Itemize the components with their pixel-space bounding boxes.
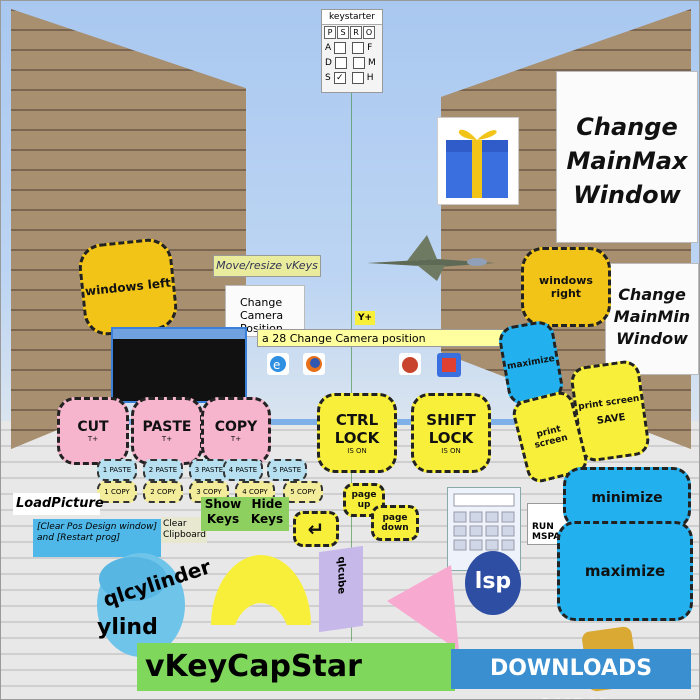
pink-cone-shape[interactable] (381, 561, 465, 653)
clear-clipboard-button[interactable]: Clear Clipboard (161, 517, 207, 543)
checkbox-f[interactable] (352, 41, 365, 54)
show-keys-button[interactable]: Show Keys (201, 497, 245, 531)
change-mainmin-panel[interactable]: Change MainMin Window (605, 263, 699, 375)
black-window-box[interactable] (111, 327, 247, 403)
enter-key[interactable]: ↵ (293, 511, 339, 547)
checkbox-s[interactable]: ✓ (333, 71, 346, 84)
keystarter-window[interactable]: keystarter P S R O A F D M S ✓ H (321, 9, 383, 93)
checkbox-m[interactable] (352, 56, 365, 69)
maximize-key[interactable]: maximize (557, 521, 693, 621)
copy-slot-1[interactable]: 1 COPY (97, 481, 137, 503)
qlcylinder-shape[interactable]: qlcylinder ylind (93, 549, 214, 661)
yellow-arch-shape[interactable] (205, 545, 317, 627)
windows-left-key[interactable]: windows left (76, 236, 180, 338)
qlsphere-shape[interactable]: lsp (465, 551, 521, 615)
checkbox-d[interactable] (334, 56, 347, 69)
clear-pos-restart-button[interactable]: [Clear Pos Design window] and [Restart p… (33, 519, 161, 557)
shift-lock-key[interactable]: SHIFT LOCK IS ON (411, 393, 491, 473)
app-title-banner: vKeyCapStar (137, 643, 455, 691)
hide-keys-button[interactable]: Hide Keys (245, 497, 289, 531)
checkbox-h[interactable] (351, 71, 364, 84)
ctrl-lock-key[interactable]: CTRL LOCK IS ON (317, 393, 397, 473)
qlcube-shape[interactable]: qlcube (319, 545, 363, 633)
minimize-key[interactable]: minimize (563, 467, 691, 529)
paste-slot-4[interactable]: 4 PASTE (223, 459, 263, 481)
load-picture-button[interactable]: LoadPicture (13, 493, 104, 515)
change-mainmax-label: Change MainMax Window (566, 113, 688, 209)
fighter-jet-model[interactable] (367, 233, 497, 283)
paste-slot-5[interactable]: 5 PASTE (267, 459, 307, 481)
paste-slot-2[interactable]: 2 PASTE (143, 459, 183, 481)
windows-right-key[interactable]: windows right (521, 247, 611, 327)
y-plus-marker[interactable]: Y+ (355, 311, 375, 325)
paste-slot-1[interactable]: 1 PASTE (97, 459, 137, 481)
copy-slot-2[interactable]: 2 COPY (143, 481, 183, 503)
copy-key[interactable]: COPY T+ (201, 397, 271, 465)
gift-icon[interactable] (437, 117, 519, 205)
watermark-logo: DOWNLOADS GURU (451, 649, 691, 699)
keystarter-row-a: A F (325, 41, 373, 54)
tab-o[interactable]: O (363, 26, 375, 39)
change-mainmin-label: Change MainMin Window (613, 285, 691, 348)
enter-arrow-icon: ↵ (307, 517, 325, 541)
cut-key[interactable]: CUT T+ (57, 397, 129, 465)
camera-axis-line (351, 91, 352, 641)
tab-r[interactable]: R (350, 26, 362, 39)
app-icon-box[interactable] (437, 353, 461, 377)
paste-key[interactable]: PASTE T+ (131, 397, 203, 465)
tab-p[interactable]: P (324, 26, 336, 39)
ie-icon[interactable]: e (267, 353, 289, 375)
keystarter-tabs: P S R O (322, 25, 382, 40)
svg-text:e: e (273, 358, 280, 372)
change-mainmax-panel[interactable]: Change MainMax Window (556, 71, 698, 243)
tab-s[interactable]: S (337, 26, 349, 39)
app-icon-red[interactable] (399, 353, 421, 375)
keystarter-title: keystarter (322, 10, 382, 25)
paste-slot-3[interactable]: 3 PASTE (189, 459, 229, 481)
copy-slot-5[interactable]: 5 COPY (283, 481, 323, 503)
checkbox-a[interactable] (334, 41, 347, 54)
page-down-key[interactable]: page down (371, 505, 419, 541)
keystarter-row-s: S ✓ H (325, 71, 374, 84)
tooltip: a 28 Change Camera position (257, 329, 515, 347)
firefox-icon[interactable] (303, 353, 325, 375)
move-resize-button[interactable]: Move/resize vKeys (213, 255, 321, 277)
keystarter-row-d: D M (325, 56, 376, 69)
